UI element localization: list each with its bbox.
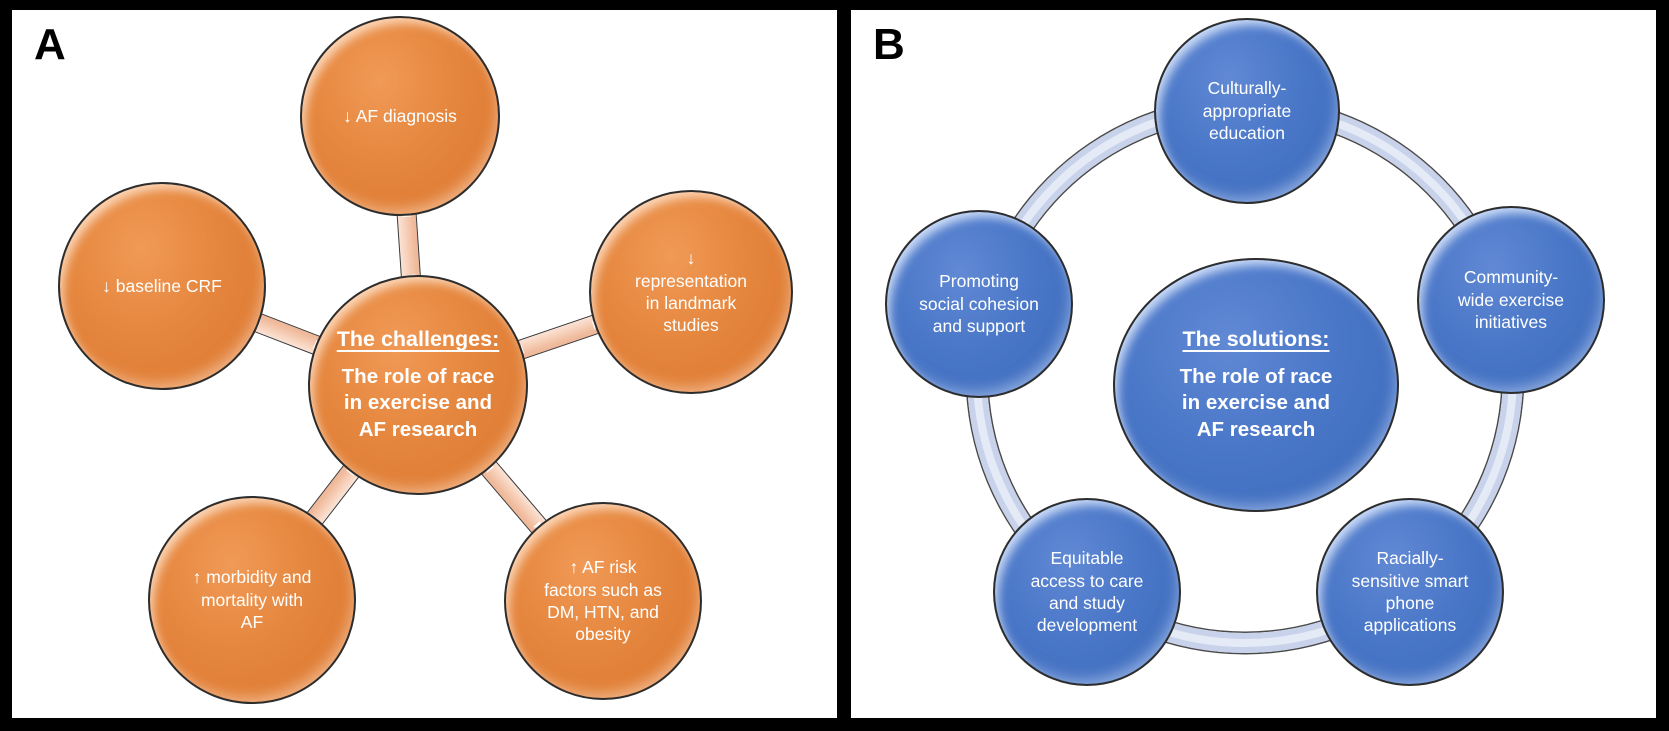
- node-text: Culturally- appropriate education: [1202, 78, 1292, 144]
- panel-b-solutions: B Culturally- appropriate education Prom…: [851, 10, 1656, 718]
- solutions-hub: The solutions: The role of race in exerc…: [1113, 258, 1399, 512]
- node-text: ↑ morbidity and mortality with AF: [192, 567, 312, 633]
- node-text: Community- wide exercise initiatives: [1457, 267, 1565, 333]
- node-text: ↓ AF diagnosis: [343, 105, 457, 126]
- solution-node-exercise-initiatives: Community- wide exercise initiatives: [1417, 206, 1605, 394]
- solution-node-equitable-access: Equitable access to care and study devel…: [993, 498, 1181, 686]
- challenge-node-af-diagnosis: ↓ AF diagnosis: [300, 16, 500, 216]
- challenges-hub: The challenges: The role of race in exer…: [308, 275, 528, 495]
- panel-b-label: B: [873, 20, 906, 69]
- node-text: Equitable access to care and study devel…: [1030, 548, 1144, 636]
- node-text: Racially- sensitive smart phone applicat…: [1351, 548, 1469, 636]
- challenge-node-risk-factors: ↑ AF risk factors such as DM, HTN, and o…: [504, 502, 702, 700]
- connector-hub-right: [511, 312, 606, 362]
- node-text: ↓ representation in landmark studies: [635, 248, 747, 336]
- panel-a-label: A: [34, 20, 67, 69]
- challenge-node-baseline-crf: ↓ baseline CRF: [58, 182, 266, 390]
- connector-hub-top: [396, 207, 422, 284]
- hub-heading: The solutions:: [1182, 327, 1330, 352]
- hub-heading: The challenges:: [336, 327, 500, 352]
- challenge-node-morbidity-mortality: ↑ morbidity and mortality with AF: [148, 496, 356, 704]
- node-text: Promoting social cohesion and support: [919, 271, 1039, 337]
- challenge-node-representation: ↓ representation in landmark studies: [589, 190, 793, 394]
- hub-body: The role of race in exercise and AF rese…: [1179, 365, 1333, 441]
- solution-node-education: Culturally- appropriate education: [1154, 18, 1340, 204]
- solution-node-smartphone-apps: Racially- sensitive smart phone applicat…: [1316, 498, 1504, 686]
- node-text: ↓ baseline CRF: [102, 275, 222, 296]
- hub-body: The role of race in exercise and AF rese…: [341, 365, 495, 441]
- node-text: ↑ AF risk factors such as DM, HTN, and o…: [544, 557, 662, 645]
- panel-a-challenges: A ↓ AF diagnosis ↓ baseline CRF: [12, 10, 837, 718]
- solution-node-social-cohesion: Promoting social cohesion and support: [885, 210, 1073, 398]
